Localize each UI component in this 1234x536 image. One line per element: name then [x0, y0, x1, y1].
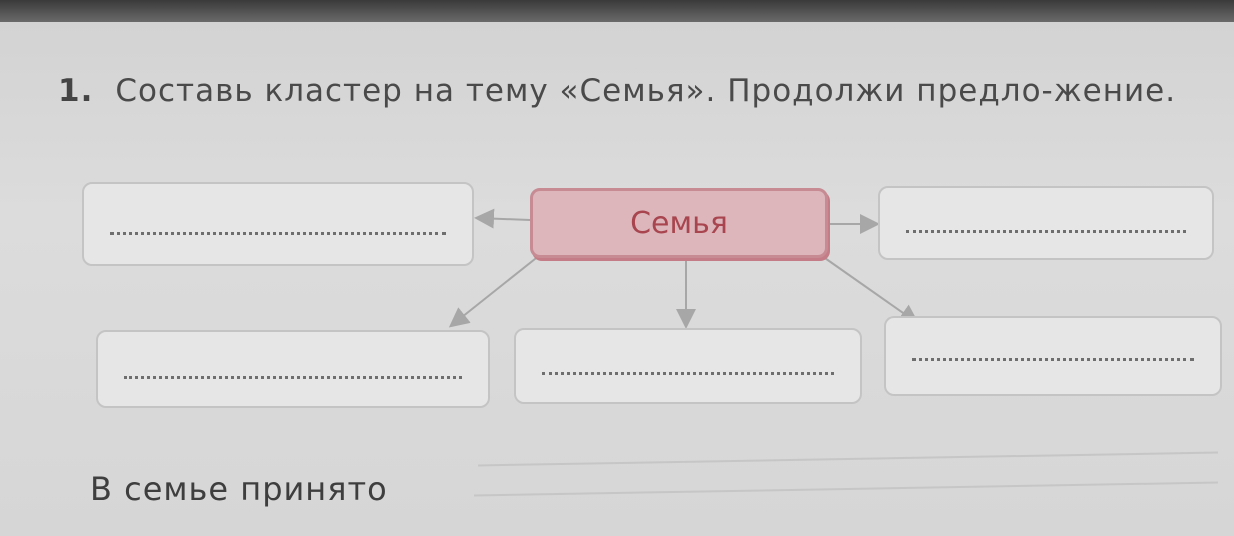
cluster-center-box: Семья — [530, 188, 828, 258]
photo-edge — [0, 0, 1234, 22]
answer-dots — [542, 372, 834, 375]
cluster-box-top-left[interactable] — [82, 182, 474, 266]
answer-dots — [110, 232, 446, 235]
task-number: 1. — [58, 73, 94, 109]
sentence-start: В семье принято — [90, 470, 388, 508]
cluster-box-bottom-left[interactable] — [96, 330, 490, 408]
arrow-bottom-left — [448, 254, 541, 328]
answer-dots — [906, 230, 1186, 233]
cluster-center-label: Семья — [630, 205, 728, 241]
task-instruction: 1. Составь кластер на тему «Семья». Продо… — [58, 62, 1218, 120]
cluster-box-bottom-right[interactable] — [884, 316, 1222, 396]
answer-dots — [124, 376, 462, 379]
task-text: Составь кластер на тему «Семья». Продолж… — [115, 73, 1177, 109]
answer-dots — [912, 358, 1194, 361]
cluster-box-top-right[interactable] — [878, 186, 1214, 260]
cluster-box-bottom-center[interactable] — [514, 328, 862, 404]
arrow-left — [474, 208, 531, 229]
arrow-bottom-right — [821, 255, 920, 325]
